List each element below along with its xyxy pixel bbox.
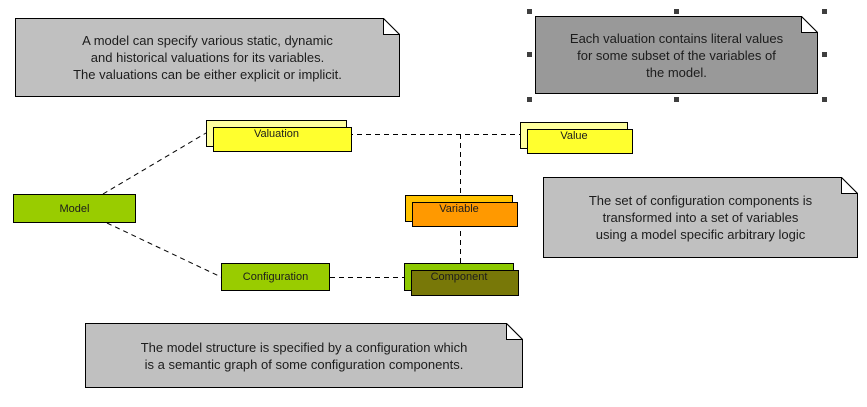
- selection-handle[interactable]: [673, 97, 679, 102]
- node-label: Variable: [439, 202, 479, 215]
- selection-handle[interactable]: [673, 9, 679, 14]
- note-shape: [15, 18, 400, 97]
- node-model[interactable]: Model: [13, 194, 136, 223]
- node-label: Model: [59, 202, 90, 215]
- node-label: Valuation: [253, 127, 300, 140]
- node-label: Component: [430, 271, 488, 283]
- note-text: A model can specify various static, dyna…: [73, 33, 342, 82]
- node-valuation[interactable]: Valuation: [206, 120, 352, 152]
- note-text: The set of configuration components is t…: [588, 193, 813, 242]
- connector-model-valuation[interactable]: [102, 132, 207, 195]
- node-configuration[interactable]: Configuration: [221, 263, 330, 291]
- selection-handle[interactable]: [527, 9, 532, 14]
- note-text: Each valuation contains literal values f…: [569, 30, 784, 80]
- note-shape: [535, 16, 818, 94]
- selection-handle[interactable]: [527, 97, 532, 102]
- note-shape: [85, 323, 523, 388]
- note-shape: [543, 177, 858, 258]
- selection-handle[interactable]: [822, 52, 827, 57]
- node-variable[interactable]: Variable: [405, 195, 518, 227]
- connector-model-configuration[interactable]: [106, 222, 222, 278]
- note-model-valuations[interactable]: A model can specify various static, dyna…: [15, 18, 400, 97]
- note-valuation-contents[interactable]: Each valuation contains literal values f…: [527, 9, 827, 102]
- selection-handle[interactable]: [822, 97, 827, 102]
- note-model-structure[interactable]: The model structure is specified by a co…: [85, 323, 523, 388]
- node-label: Value: [560, 129, 588, 142]
- node-component[interactable]: Component: [404, 263, 519, 296]
- node-label: Configuration: [242, 271, 309, 283]
- note-variable-transformation[interactable]: The set of configuration components is t…: [543, 177, 858, 258]
- selection-handle[interactable]: [527, 52, 532, 57]
- node-value[interactable]: Value: [520, 122, 633, 154]
- note-text: The model structure is specified by a co…: [140, 339, 468, 372]
- selection-handle[interactable]: [822, 9, 827, 14]
